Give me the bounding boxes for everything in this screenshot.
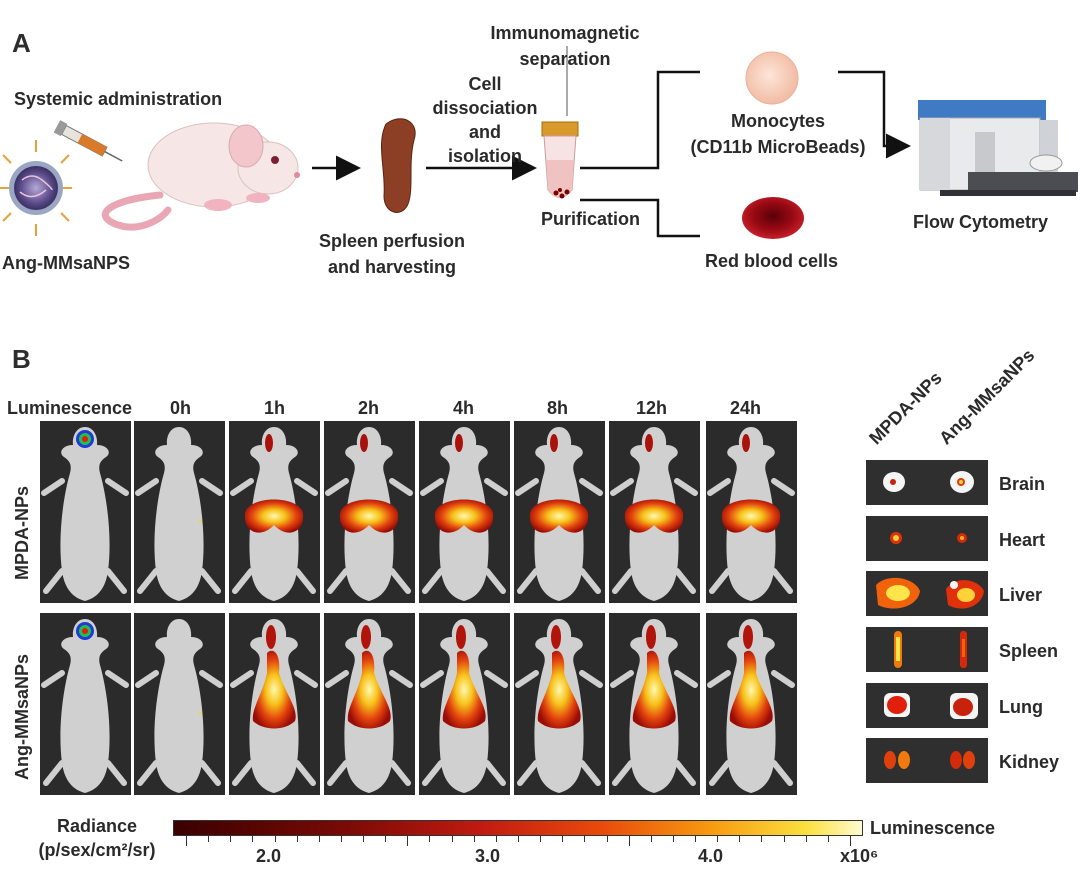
flow-cytometer-icon	[918, 100, 1078, 196]
mouse-image	[514, 613, 605, 795]
colorbar-tick-mark	[385, 836, 386, 842]
organ-image	[866, 516, 988, 561]
organ-column-mpda-nps: MPDA-NPs	[865, 367, 946, 449]
colorbar-tick-mark	[407, 836, 408, 846]
spleen-label: Spleen perfusion and harvesting	[318, 231, 466, 277]
mouse-image	[134, 421, 225, 603]
mouse-image	[706, 613, 797, 795]
mouse-image	[40, 613, 131, 795]
colorbar-tick-mark	[828, 836, 829, 842]
monocytes-label: Monocytes (CD11b MicroBeads)	[690, 111, 866, 157]
colorbar-tick-mark	[297, 836, 298, 842]
colorbar-tick-mark	[230, 836, 231, 842]
colorbar-tick-mark	[186, 836, 187, 846]
colorbar-tick-mark	[275, 836, 276, 842]
colorbar-tick-mark	[739, 836, 740, 842]
colorbar-tick-mark	[319, 836, 320, 842]
colorbar-tick-mark	[208, 836, 209, 842]
colorbar-tick-mark	[761, 836, 762, 842]
flow-cytometry-label: Flow Cytometry	[913, 212, 1049, 232]
colorbar-tick-mark	[474, 836, 475, 842]
colorbar-tick-4: 4.0	[698, 846, 724, 866]
colorbar-tick-mark	[651, 836, 652, 842]
column-label-12h: 12h	[636, 398, 668, 418]
colorbar-tick-mark	[673, 836, 674, 842]
panel-b-label: B	[12, 344, 31, 374]
colorbar-tick-mark	[252, 836, 253, 842]
organ-image	[866, 627, 988, 672]
column-label-4h: 4h	[453, 398, 475, 418]
colorbar-tick-mark	[629, 836, 630, 846]
row-label-ang-mmsanps: Ang-MMsaNPs	[12, 653, 32, 780]
organ-label-kidney: Kidney	[999, 752, 1060, 772]
colorbar-right-label: Luminescence	[870, 818, 996, 838]
colorbar-tick-mark	[341, 836, 342, 842]
organ-label-spleen: Spleen	[999, 641, 1059, 661]
colorbar-tick-mark	[717, 836, 718, 842]
row-label-mpda-nps: MPDA-NPs	[12, 485, 32, 580]
colorbar-tick-mark	[806, 836, 807, 842]
panel-a-label: A	[12, 28, 31, 58]
colorbar-tick-3: 3.0	[475, 846, 501, 866]
mouse-image	[134, 613, 225, 795]
organ-label-lung: Lung	[999, 697, 1043, 717]
mouse-image	[40, 421, 131, 603]
colorbar-tick-mark	[518, 836, 519, 842]
mouse-image	[609, 421, 700, 603]
spleen-icon	[380, 118, 416, 213]
organ-image	[866, 571, 988, 616]
mouse-image	[514, 421, 605, 603]
immunomagnetic-label: Immunomagnetic separation	[490, 23, 640, 69]
colorbar-title: Radiance (p/sex/cm²/sr)	[38, 816, 156, 860]
colorbar-exponent: x10⁶	[840, 846, 879, 866]
nanoparticle-icon	[0, 140, 72, 236]
mouse-image	[324, 421, 415, 603]
syringe-icon	[53, 120, 123, 162]
column-label-luminescence: Luminescence	[7, 398, 133, 418]
nanoparticle-label: Ang-MMsaNPS	[2, 253, 131, 273]
mouse-icon	[101, 122, 300, 231]
colorbar-tick-mark	[850, 836, 851, 846]
colorbar-tick-mark	[784, 836, 785, 842]
colorbar-tick-mark	[452, 836, 453, 842]
systemic-administration-label: Systemic administration	[14, 89, 223, 109]
organ-label-liver: Liver	[999, 585, 1043, 605]
mouse-image	[229, 421, 320, 603]
organ-label-heart: Heart	[999, 530, 1046, 550]
organ-image	[866, 683, 988, 728]
mouse-image	[419, 613, 510, 795]
colorbar-tick-mark	[496, 836, 497, 842]
column-label-0h: 0h	[170, 398, 192, 418]
purification-label: Purification	[541, 209, 641, 229]
organ-image	[866, 738, 988, 783]
colorbar-tick-mark	[540, 836, 541, 842]
red-blood-cells-label: Red blood cells	[705, 251, 839, 271]
mouse-image	[419, 421, 510, 603]
column-label-2h: 2h	[358, 398, 380, 418]
colorbar-tick-mark	[695, 836, 696, 842]
organ-image	[866, 460, 988, 505]
colorbar-tick-2: 2.0	[256, 846, 282, 866]
organ-label-brain: Brain	[999, 474, 1046, 494]
red-blood-cell-icon	[742, 197, 804, 239]
column-label-24h: 24h	[730, 398, 762, 418]
colorbar-tick-mark	[429, 836, 430, 842]
mouse-image	[229, 613, 320, 795]
cell-dissociation-label: Cell dissociation and isolation	[432, 74, 538, 166]
mouse-image	[609, 613, 700, 795]
monocyte-icon	[745, 51, 799, 105]
colorbar-tick-mark	[584, 836, 585, 842]
colorbar-tick-mark	[562, 836, 563, 842]
organ-column-ang-mmsanps: Ang-MMsaNPs	[935, 345, 1039, 449]
tube-icon	[541, 46, 579, 199]
radiance-colorbar	[173, 820, 863, 836]
colorbar-tick-mark	[363, 836, 364, 842]
workflow-schematic	[0, 46, 1078, 239]
mouse-image	[706, 421, 797, 603]
mouse-image	[324, 613, 415, 795]
column-label-1h: 1h	[264, 398, 286, 418]
column-label-8h: 8h	[547, 398, 569, 418]
colorbar-tick-mark	[607, 836, 608, 842]
